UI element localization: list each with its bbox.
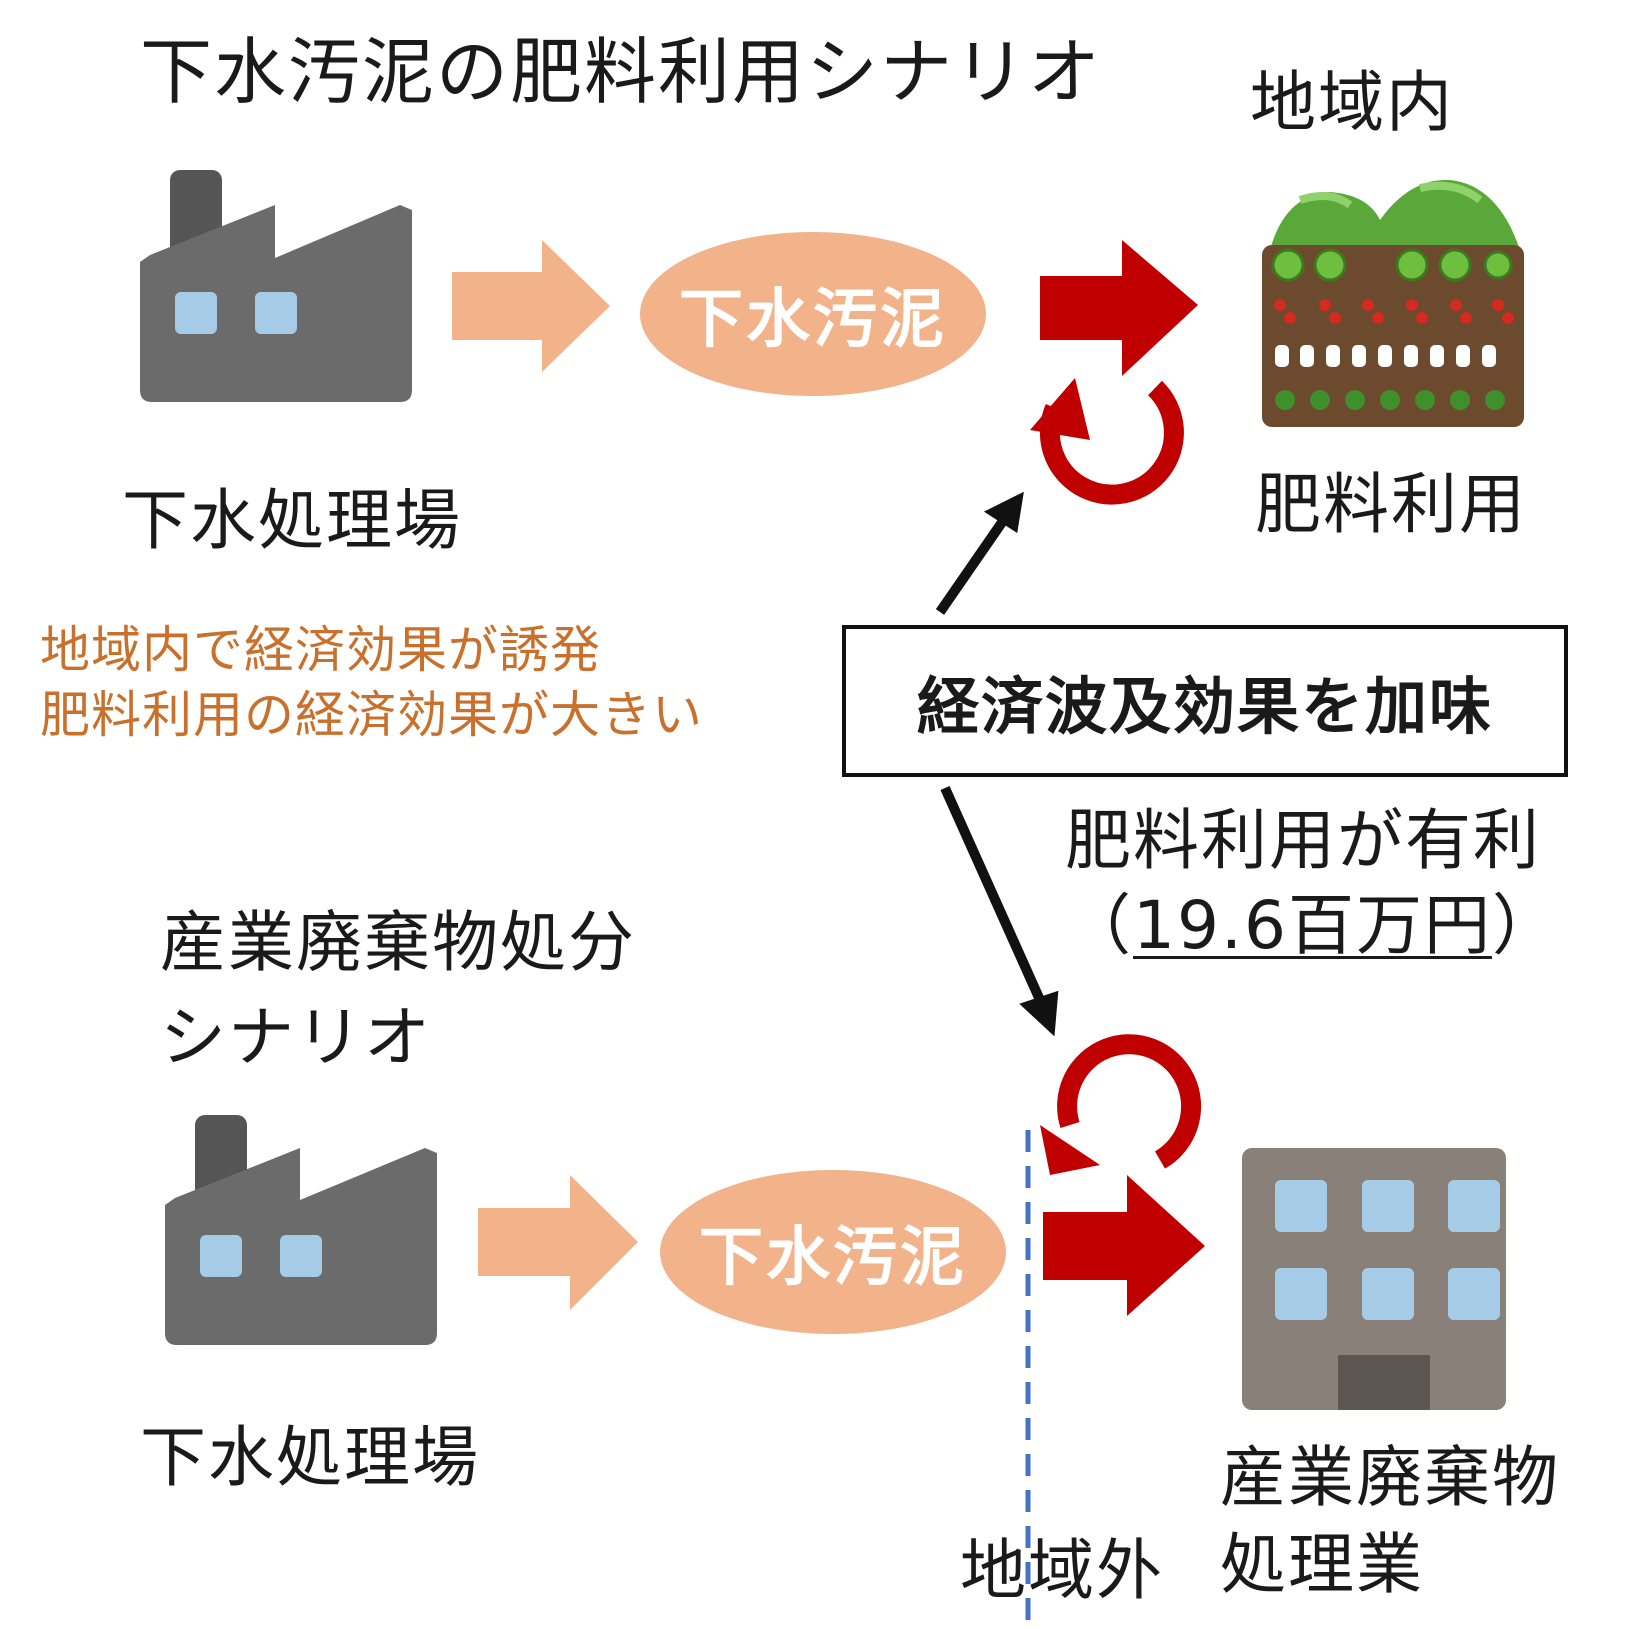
factory-icon-bottom: [165, 1115, 437, 1345]
arrow-to-bottom-scenario: [940, 785, 1059, 1037]
factory-icon-top: [140, 170, 412, 402]
waste-industry-label-line1: 産業廃棄物: [1220, 1439, 1560, 1516]
region-inside-label: 地域内: [1250, 64, 1454, 141]
scenario2-title-line2: シナリオ: [160, 999, 432, 1076]
sludge-node-bottom: 下水汚泥: [660, 1170, 1006, 1334]
fertilizer-use-label: 肥料利用: [1255, 466, 1527, 543]
farm-field-icon: [1262, 179, 1524, 427]
sludge-node-top: 下水汚泥: [640, 232, 986, 396]
scenario2-title-line1: 産業廃棄物処分: [160, 904, 636, 981]
cycle-icon-bottom: [1040, 1034, 1202, 1175]
plant-label-top: 下水処理場: [122, 482, 462, 559]
economic-ripple-box: 経済波及効果を加味: [842, 625, 1568, 777]
result-line1: 肥料利用が有利: [1065, 802, 1541, 879]
result-close-paren: ）: [1491, 887, 1560, 964]
result-open-paren: （: [1065, 887, 1133, 964]
cycle-icon-top: [1030, 378, 1184, 505]
annotation-line2: 肥料利用の経済効果が大きい: [40, 686, 703, 744]
region-outside-label: 地域外: [960, 1532, 1164, 1609]
waste-industry-label-line2: 処理業: [1220, 1526, 1424, 1603]
flow-arrow-red-top: [1040, 240, 1198, 376]
result-amount: 19.6百万円: [1133, 887, 1492, 964]
result-line2: （19.6百万円）: [1065, 893, 1560, 959]
arrow-to-top-scenario: [935, 491, 1024, 615]
scenario1-title: 下水汚泥の肥料利用シナリオ: [140, 30, 1103, 114]
flow-arrow-peach-bottom: [478, 1175, 638, 1310]
annotation-line1: 地域内で経済効果が誘発: [40, 621, 601, 679]
flow-arrow-peach-top: [452, 240, 610, 372]
flow-arrow-red-bottom: [1043, 1175, 1205, 1316]
waste-facility-building-icon: [1242, 1148, 1506, 1410]
plant-label-bottom: 下水処理場: [140, 1419, 480, 1496]
